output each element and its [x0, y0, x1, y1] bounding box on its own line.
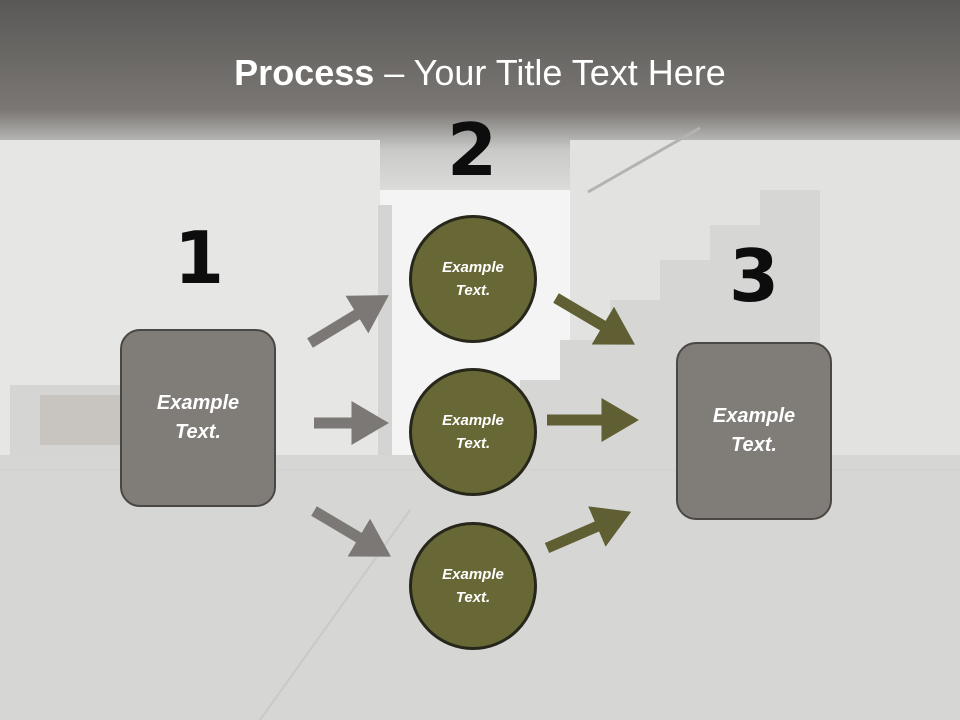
step-number-1: 1: [173, 216, 225, 300]
arrow-1-to-bottom: [311, 506, 391, 557]
step-1-text-line1: Example: [156, 392, 240, 414]
step-1-text-line2: Text.: [175, 421, 221, 443]
arrow-top-to-3: [553, 293, 635, 345]
circle-top-text-line1: Example: [442, 259, 504, 276]
step-2-circle-middle: Example Text.: [409, 368, 537, 496]
arrow-bottom-to-3: [544, 506, 632, 554]
step-1-box: Example Text.: [120, 329, 276, 507]
circle-middle-text-line2: Text.: [455, 435, 491, 452]
circle-bottom-text-line1: Example: [442, 566, 504, 583]
step-number-3: 3: [728, 234, 780, 318]
arrow-1-to-top: [307, 295, 389, 348]
slide-title: Process – Your Title Text Here: [0, 52, 960, 94]
step-2-circle-bottom: Example Text.: [409, 522, 537, 650]
step-3-text-line1: Example: [712, 405, 796, 427]
step-3-text-line2: Text.: [731, 434, 777, 456]
title-rest: – Your Title Text Here: [374, 52, 726, 93]
title-bold: Process: [234, 52, 375, 93]
circle-top-text-line2: Text.: [455, 282, 491, 299]
step-3-box: Example Text.: [676, 342, 832, 520]
step-number-2: 2: [446, 108, 498, 192]
circle-middle-text-line1: Example: [442, 412, 504, 429]
circle-bottom-text-line2: Text.: [455, 589, 491, 606]
step-2-circle-top: Example Text.: [409, 215, 537, 343]
